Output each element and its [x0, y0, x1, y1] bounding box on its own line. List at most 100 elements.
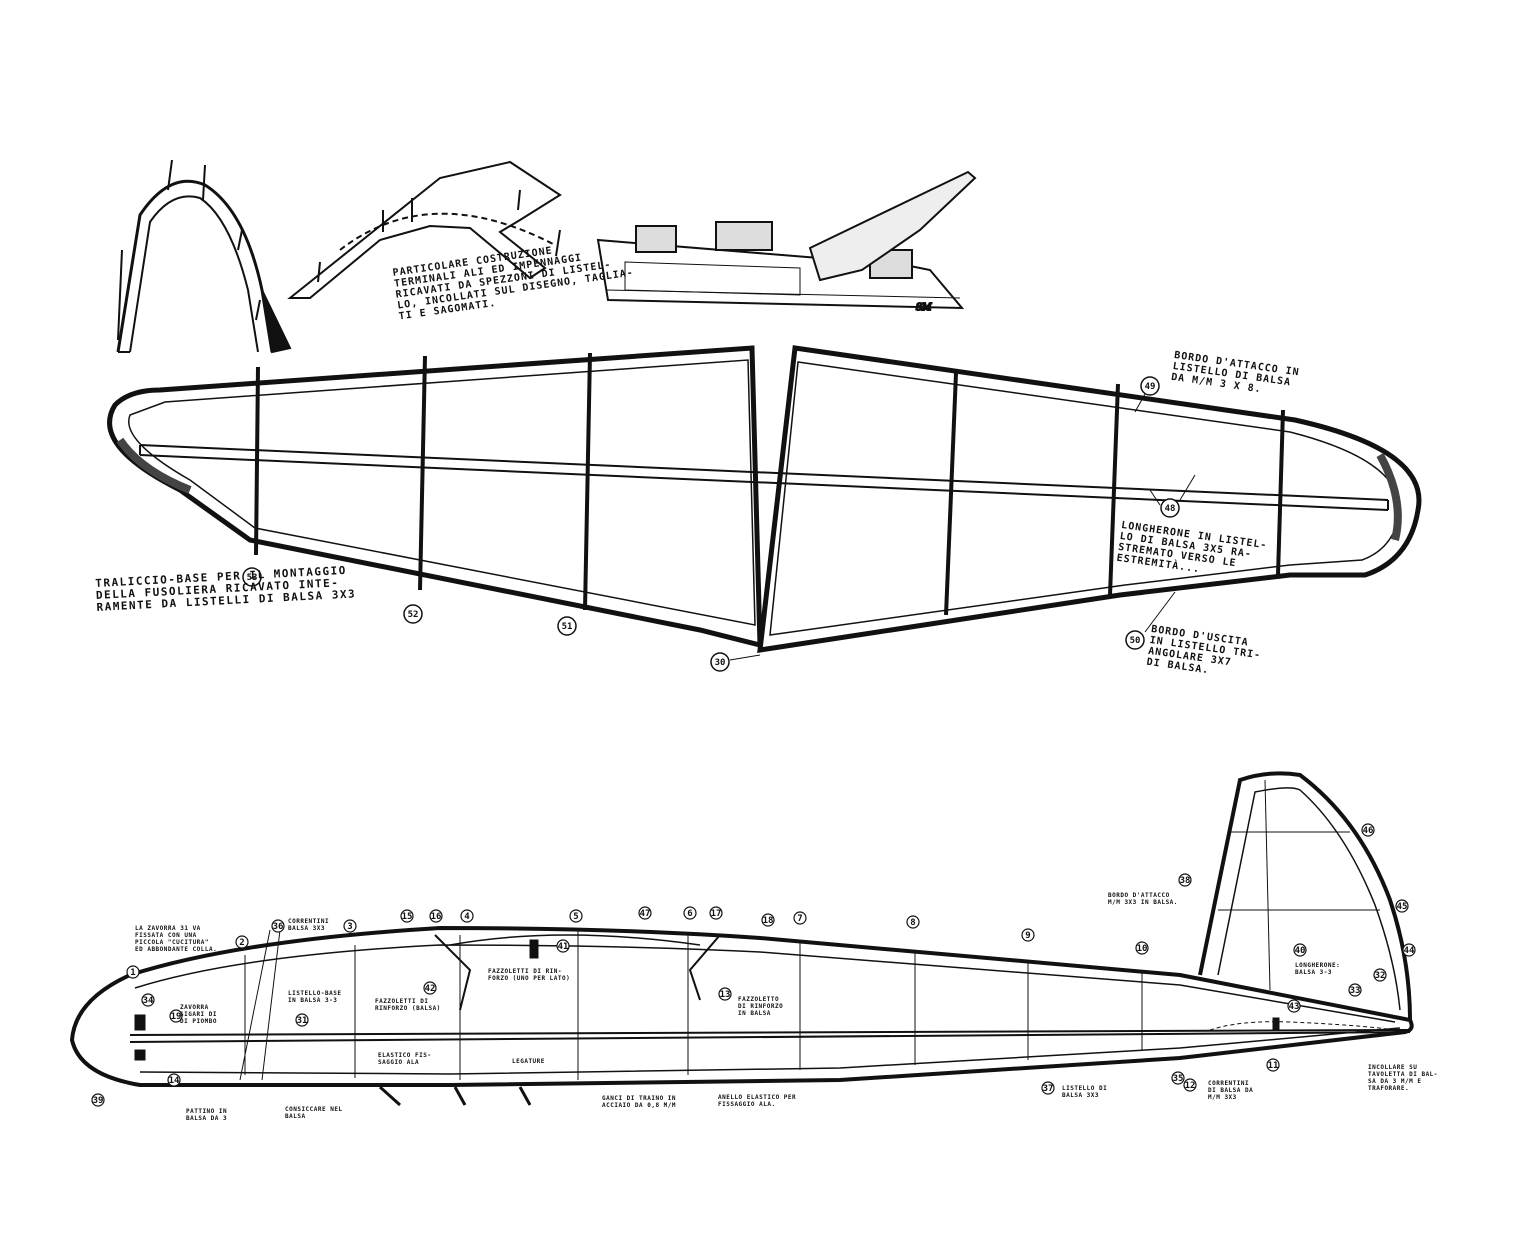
note-line: FISSATA CON UNA: [135, 932, 197, 939]
note-line: PICCOLA "CUCITURA": [135, 939, 210, 946]
note-line: FAZZOLETTI DI: [375, 998, 429, 1005]
incollare-note: INCOLLARE SU TAVOLETTA DI BAL- SA DA 3 M…: [1368, 1064, 1438, 1092]
note-line: BALSA 3-3: [1295, 969, 1333, 976]
callout-label: 49: [1145, 382, 1156, 392]
wing-outline: [107, 345, 1422, 653]
note-line: BALSA 3X3: [288, 925, 326, 932]
callout-label: 6: [687, 909, 692, 919]
note-line: PATTINO IN: [186, 1108, 228, 1115]
note-line: DI BALSA DA: [1208, 1087, 1254, 1094]
callout-label: 47: [640, 909, 651, 919]
wingtip-arch-sketch: [116, 159, 292, 354]
note-line: INCOLLARE SU: [1368, 1064, 1418, 1071]
note-line: LEGATURE: [512, 1058, 545, 1065]
note-line: ELASTICO FIS-: [378, 1052, 432, 1059]
note-line: LISTELLO DI: [1062, 1085, 1108, 1092]
callout-label: 52: [408, 610, 419, 620]
note-line: IN BALSA: [738, 1010, 771, 1017]
consiccare-note: CONSICCARE NEL BALSA: [285, 1106, 343, 1120]
callout-label: 13: [720, 990, 731, 1000]
callout-label: 31: [297, 1016, 308, 1026]
note-line: CORRENTINI: [1208, 1080, 1250, 1087]
note-line: ACCIAIO DA 0,8 M/M: [602, 1102, 677, 1109]
note-line: IN BALSA 3-3: [288, 997, 338, 1004]
listello-bottom-note: LISTELLO DI BALSA 3x3: [1062, 1085, 1107, 1099]
note-line: BORDO D'ATTACCO: [1108, 892, 1170, 899]
callout-label: 11: [1268, 1061, 1279, 1071]
callout-label: 32: [1375, 971, 1386, 981]
note-line: DI RINFORZO: [738, 1003, 784, 1010]
note-line: BALSA DA 3: [186, 1115, 228, 1122]
note-line: M/M 3X3 IN BALSA.: [1108, 899, 1178, 906]
callout-label: 35: [1173, 1074, 1184, 1084]
note-line: FORZO (UNO PER LATO): [488, 975, 571, 982]
correntini-bottom-note: CORRENTINI DI BALSA DA M/M 3X3: [1208, 1080, 1253, 1101]
note-line: CONSICCARE NEL: [285, 1106, 343, 1113]
listello-base-note: LISTELLO-BASE IN BALSA 3-3: [288, 990, 341, 1004]
callout-label: 3: [347, 922, 352, 932]
bordo-attacco-fin-note: BORDO D'ATTACCO M/M 3X3 IN BALSA.: [1108, 892, 1178, 906]
callout-label: 16: [431, 912, 442, 922]
note-line: BALSA: [285, 1113, 306, 1120]
callout-label: 42: [425, 984, 436, 994]
callout-label: 40: [1295, 946, 1306, 956]
callout-label: 17: [711, 909, 722, 919]
callout-label: 8: [910, 918, 915, 928]
callout-label: 19: [171, 1012, 182, 1022]
callout-label: 44: [1404, 946, 1415, 956]
fazzoletto-right-note: FAZZOLETTO DI RINFORZO IN BALSA: [738, 996, 783, 1017]
callout-label: 30: [715, 658, 726, 668]
fazzoletti-rinforzo-note: FAZZOLETTI DI RIN- FORZO (UNO PER LATO): [488, 968, 570, 982]
callout-label: 46: [1363, 826, 1374, 836]
signature-mark: SM: [916, 303, 932, 313]
note-line: CORRENTINI: [288, 918, 330, 925]
callout-label: 51: [562, 622, 573, 632]
zavorra-note: ZAVORRA SIGARI DI DI PIOMBO: [180, 1004, 217, 1025]
callout-label: 38: [1180, 876, 1191, 886]
note-line: SA DA 3 M/M E: [1368, 1078, 1422, 1085]
callout-label: 2: [239, 938, 244, 948]
callout-label: 33: [1350, 986, 1361, 996]
note-line: M/M 3X3: [1208, 1094, 1237, 1101]
ballast-note: LA ZAVORRA 31 VA FISSATA CON UNA PICCOLA…: [135, 925, 217, 953]
wing-callouts: 49 48 50 53 52 51 30: [242, 376, 1180, 672]
legature-note: LEGATURE: [512, 1058, 545, 1065]
pattino-note: PATTINO IN BALSA DA 3: [186, 1108, 227, 1122]
note-line: RINFORZO (BALSA): [375, 1005, 441, 1012]
building-board-sketch: SM: [596, 170, 977, 314]
fuselage-callouts: 1 2 36 3 15 16 4 5 47 6 17 18 7 8 9 10 1…: [91, 823, 1416, 1107]
note-line: FAZZOLETTO: [738, 996, 780, 1003]
note-line: SIGARI DI: [180, 1011, 218, 1018]
ganci-note: GANCI DI TRAINO IN ACCIAIO DA 0,8 M/M: [602, 1095, 676, 1109]
note-line: DI PIOMBO: [180, 1018, 218, 1025]
note-line: BALSA 3x3: [1062, 1092, 1100, 1099]
note-line: FISSAGGIO ALA.: [718, 1101, 776, 1108]
callout-label: 14: [169, 1076, 180, 1086]
fuselage-outline: [69, 771, 1414, 1107]
callout-label: 34: [143, 996, 154, 1006]
callout-label: 10: [1137, 944, 1148, 954]
wing-leader-lines: [729, 393, 1196, 661]
note-line: SAGGIO ALA: [378, 1059, 420, 1066]
fazzoletti-balsa-note: FAZZOLETTI DI RINFORZO (BALSA): [375, 998, 441, 1012]
callout-label: 9: [1025, 931, 1030, 941]
anello-note: ANELLO ELASTICO PER FISSAGGIO ALA.: [718, 1094, 796, 1108]
callout-label: 48: [1165, 504, 1176, 514]
longherone-fin-note: LONGHERONE: BALSA 3-3: [1295, 962, 1340, 976]
note-line: GANCI DI TRAINO IN: [602, 1095, 677, 1102]
wingtip-splice-sketch: [287, 160, 562, 299]
callout-label: 12: [1185, 1081, 1196, 1091]
callout-label: 45: [1397, 902, 1408, 912]
callout-label: 18: [763, 916, 774, 926]
callout-label: 41: [558, 942, 569, 952]
note-line: ANELLO ELASTICO PER: [718, 1094, 797, 1101]
callout-label: 15: [402, 912, 413, 922]
callout-label: 7: [797, 914, 802, 924]
callout-label: 39: [93, 1096, 104, 1106]
callout-label: 36: [273, 922, 284, 932]
note-line: LONGHERONE:: [1295, 962, 1341, 969]
callout-label: 53: [247, 573, 258, 583]
note-line: LA ZAVORRA 31 VA: [135, 925, 201, 932]
correntini-top-note: CORRENTINI BALSA 3X3: [288, 918, 329, 932]
